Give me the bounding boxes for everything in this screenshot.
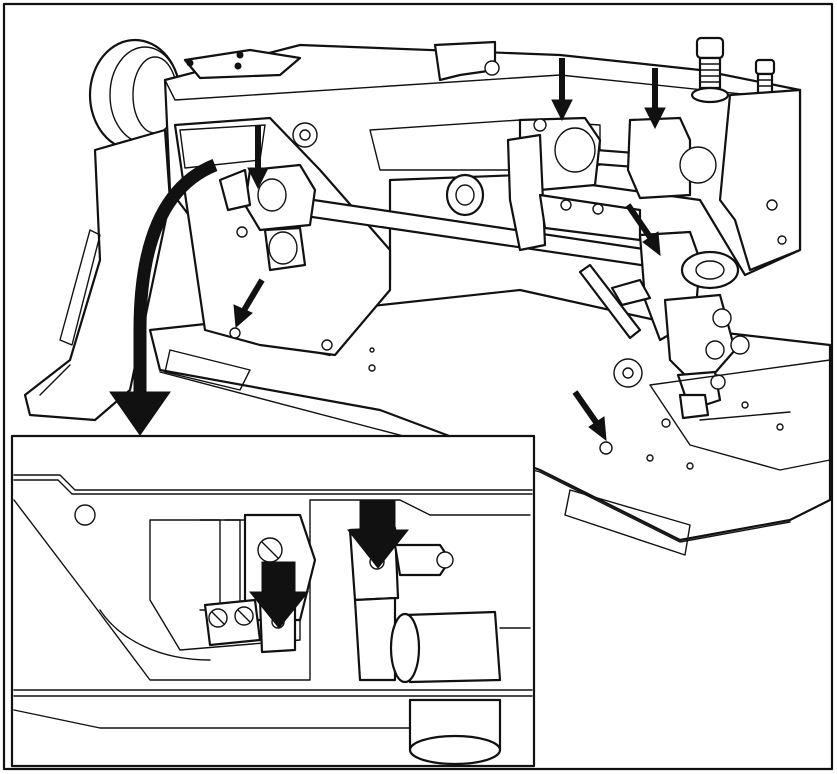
oil-point-arrow	[644, 68, 666, 130]
inset-detail	[10, 434, 536, 768]
stitch-adjust-screw	[690, 36, 730, 104]
link-screw	[560, 199, 572, 211]
inset-bed-edge	[13, 474, 533, 491]
inset-roller	[389, 610, 531, 684]
bed-front-handle-right	[564, 489, 691, 556]
housing-plug	[292, 122, 318, 148]
inset-callout-arrow	[109, 158, 218, 436]
upper-block-right	[626, 116, 717, 200]
side-knob	[445, 173, 485, 217]
housing-plug-center	[299, 129, 311, 141]
thread-guide-hook	[610, 278, 652, 307]
oil-point-arrow	[233, 278, 265, 329]
oil-point-arrow	[346, 499, 410, 569]
top-plate-screw	[236, 51, 244, 59]
inset-casting-curve	[99, 609, 211, 661]
presser-foot	[678, 393, 710, 420]
inset-bed-edge-inner	[13, 479, 533, 495]
inset-base-foot	[408, 698, 502, 766]
face-plate	[718, 88, 802, 272]
inset-base-slope	[13, 709, 421, 729]
thread-guide-bracket	[433, 40, 497, 82]
arm-top-edge	[164, 74, 801, 101]
bracket-screw	[484, 60, 500, 76]
throat-plate	[368, 347, 831, 471]
inset-casting-outline	[13, 499, 531, 681]
oil-point-arrow	[248, 561, 310, 629]
feed-link	[506, 133, 547, 252]
belt-cover-slot	[59, 229, 101, 346]
housing-bolt	[321, 339, 333, 351]
oil-point-arrow	[247, 125, 269, 190]
oil-point-arrow	[551, 58, 573, 122]
link-screw	[592, 203, 604, 215]
oil-point-arrow	[625, 203, 661, 257]
top-plate-screw	[234, 62, 242, 70]
oil-hole	[229, 327, 241, 339]
bed-front-handle-left	[164, 349, 251, 391]
thread-guide-rod	[578, 263, 642, 340]
needle-bar-assembly	[638, 230, 750, 420]
left-crank-block	[218, 163, 317, 272]
belt-cover-line	[39, 364, 71, 396]
bed-plate-edge	[159, 371, 791, 543]
oil-point-arrow	[572, 390, 607, 442]
face-plate-hole	[777, 235, 787, 245]
lower-link	[538, 193, 642, 242]
face-plate-hole	[766, 199, 778, 211]
main-view	[23, 36, 832, 556]
top-plate-screw	[186, 59, 194, 67]
inset-bed-hole	[74, 504, 96, 526]
